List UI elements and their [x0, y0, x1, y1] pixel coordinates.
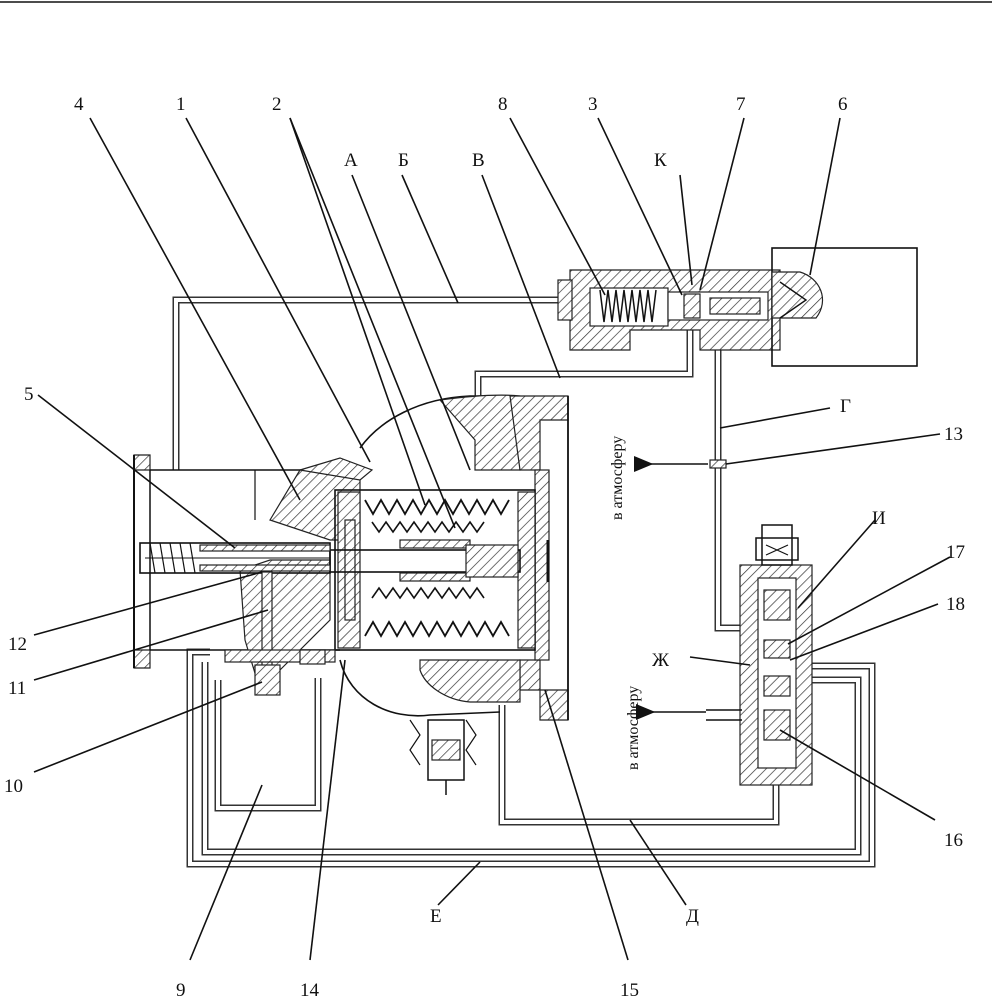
label-9: 9 — [176, 980, 186, 1000]
label-B: Б — [398, 150, 409, 171]
label-3: 3 — [588, 94, 598, 115]
throttle-13 — [710, 460, 726, 468]
label-D: Д — [686, 906, 699, 927]
label-11: 11 — [8, 678, 26, 699]
label-A: А — [344, 150, 358, 171]
label-18: 18 — [946, 594, 965, 615]
label-17: 17 — [946, 542, 965, 563]
label-G: Г — [840, 396, 851, 417]
label-15: 15 — [620, 980, 639, 1000]
lower-valve — [706, 525, 812, 785]
label-6: 6 — [838, 94, 848, 115]
label-2: 2 — [272, 94, 282, 115]
label-13: 13 — [944, 424, 963, 445]
label-10: 10 — [4, 776, 23, 797]
label-V: В — [472, 150, 485, 171]
top-valve-housing — [558, 248, 917, 366]
label-14: 14 — [300, 980, 320, 1000]
line-G — [718, 316, 742, 628]
label-12: 12 — [8, 634, 27, 655]
leader-lines — [34, 118, 950, 960]
atm-label-lower: в атмосферу — [625, 686, 642, 770]
label-K: К — [654, 150, 667, 171]
label-E: Е — [430, 906, 442, 927]
label-Zh: Ж — [652, 650, 670, 671]
label-4: 4 — [74, 94, 84, 115]
label-16: 16 — [944, 830, 963, 851]
atm-label-upper: в атмосферу — [609, 436, 626, 520]
label-5: 5 — [24, 384, 34, 405]
atmosphere-arrows: в атмосферу в атмосферу — [609, 436, 708, 770]
label-8: 8 — [498, 94, 508, 115]
chamber-9 — [218, 678, 318, 808]
label-1: 1 — [176, 94, 186, 115]
label-7: 7 — [736, 94, 746, 115]
label-I: И — [872, 508, 886, 529]
